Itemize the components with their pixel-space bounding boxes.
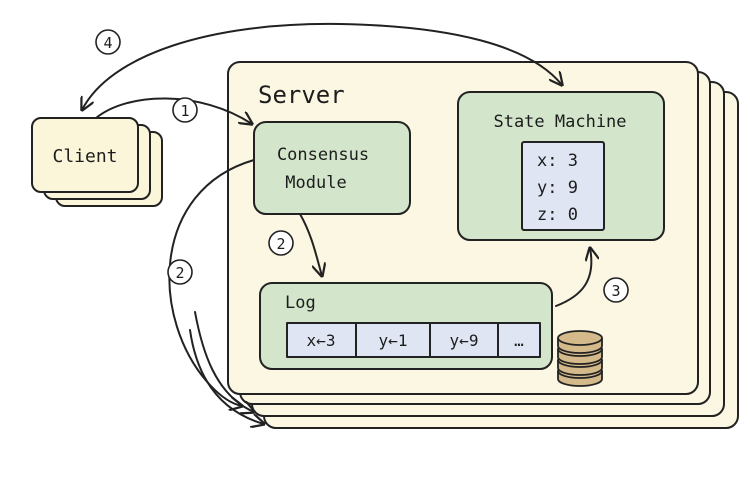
state-entry: z: 0 bbox=[537, 205, 578, 225]
client-card bbox=[31, 117, 139, 193]
arrow-step-4 bbox=[82, 22, 562, 110]
step-badge-2-replicate: 2 bbox=[167, 259, 193, 285]
arrows bbox=[82, 22, 591, 424]
database-icon bbox=[557, 330, 603, 387]
consensus-module: Consensus Module bbox=[253, 121, 411, 215]
step-badge-1: 1 bbox=[172, 97, 198, 123]
step-badge-4: 4 bbox=[95, 29, 121, 55]
step-number: 2 bbox=[276, 235, 285, 253]
state-machine: State Machine x: 3 y: 9 z: 0 bbox=[457, 91, 665, 241]
state-machine-values-box bbox=[521, 141, 605, 231]
step-badge-3: 3 bbox=[603, 277, 629, 303]
step-number: 2 bbox=[175, 264, 184, 282]
consensus-module-box bbox=[253, 121, 411, 215]
log-title: Log bbox=[285, 293, 316, 313]
consensus-module-label-line2: Module bbox=[285, 173, 346, 193]
arrow-step-1 bbox=[95, 97, 252, 124]
log: Log x←3 y←1 y←9 … bbox=[259, 282, 553, 370]
step-number: 1 bbox=[180, 102, 189, 120]
log-entry: … bbox=[514, 331, 524, 350]
log-entry: y←1 bbox=[379, 331, 408, 350]
arrow-step-2-to-log bbox=[299, 213, 322, 276]
log-entry: y←9 bbox=[450, 331, 479, 350]
log-entry-cell bbox=[497, 322, 541, 358]
arrow-step-2-replicate bbox=[168, 159, 255, 406]
state-entry: y: 9 bbox=[537, 178, 578, 198]
arrow-step-2-replicate bbox=[189, 329, 264, 424]
step-number: 4 bbox=[103, 34, 112, 52]
log-entry: x←3 bbox=[307, 331, 336, 350]
step-badge-2-log: 2 bbox=[268, 230, 294, 256]
state-machine-title: State Machine bbox=[493, 112, 626, 132]
arrow-step-3 bbox=[555, 248, 591, 307]
server-title: Server bbox=[258, 81, 345, 109]
state-entry: x: 3 bbox=[537, 151, 578, 171]
client-stack: Client bbox=[31, 117, 163, 207]
arrow-step-2-replicate bbox=[194, 311, 254, 412]
client-label: Client bbox=[52, 146, 117, 167]
consensus-module-label-line1: Consensus bbox=[277, 145, 369, 165]
step-number: 3 bbox=[611, 282, 620, 300]
